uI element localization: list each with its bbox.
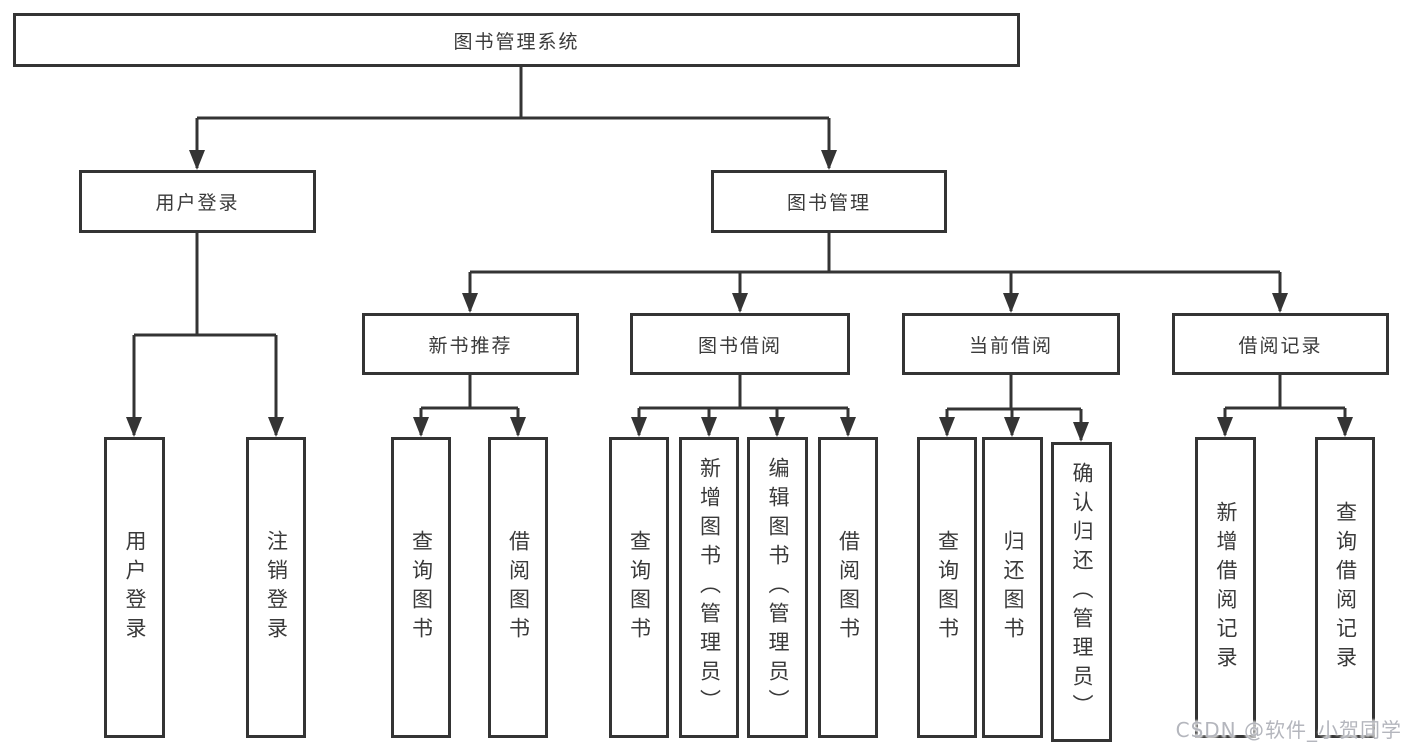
node-label: 图书借阅	[697, 334, 782, 357]
node-label: 新书推荐	[428, 334, 513, 357]
node-new-book-recommend: 新书推荐	[362, 313, 579, 375]
node-label: 借阅图书	[836, 529, 861, 646]
leaf-borrowing-query-books: 查询图书	[609, 437, 669, 738]
leaf-recommend-borrow-books: 借阅图书	[488, 437, 548, 738]
node-label: 注销登录	[264, 529, 289, 646]
leaf-recommend-query-books: 查询图书	[391, 437, 451, 738]
node-label: 新增图书（管理员）	[697, 457, 722, 718]
node-label: 借阅记录	[1238, 334, 1323, 357]
leaf-user-login: 用户登录	[104, 437, 165, 738]
node-label: 当前借阅	[968, 334, 1053, 357]
node-root: 图书管理系统	[13, 13, 1020, 67]
node-user-login: 用户登录	[79, 170, 316, 233]
node-label: 用户登录	[123, 529, 147, 646]
node-label: 查询图书	[627, 529, 652, 646]
leaf-edit-books-admin: 编辑图书（管理员）	[747, 437, 808, 738]
node-label: 图书管理	[786, 192, 871, 214]
leaf-logout: 注销登录	[246, 437, 306, 738]
node-label: 查询借阅记录	[1333, 500, 1358, 675]
node-label: 查询图书	[935, 529, 960, 646]
leaf-current-query-books: 查询图书	[917, 437, 977, 738]
node-label: 用户登录	[155, 192, 240, 214]
node-book-borrowing: 图书借阅	[630, 313, 850, 375]
node-borrow-records: 借阅记录	[1172, 313, 1389, 375]
node-label: 借阅图书	[506, 529, 531, 646]
node-current-borrowing: 当前借阅	[902, 313, 1120, 375]
node-book-management: 图书管理	[711, 170, 947, 233]
node-label: 编辑图书（管理员）	[766, 457, 790, 718]
node-label: 查询图书	[409, 529, 434, 646]
leaf-add-books-admin: 新增图书（管理员）	[679, 437, 739, 738]
node-label: 归还图书	[1001, 529, 1025, 646]
node-label: 新增借阅记录	[1214, 500, 1238, 675]
leaf-confirm-return-admin: 确认归还（管理员）	[1051, 442, 1112, 742]
csdn-watermark: CSDN @软件_小贺同学	[1175, 718, 1402, 742]
leaf-add-borrow-record: 新增借阅记录	[1195, 437, 1256, 738]
leaf-borrowing-borrow-books: 借阅图书	[818, 437, 878, 738]
leaf-return-books: 归还图书	[982, 437, 1043, 738]
node-label: 图书管理系统	[453, 30, 580, 53]
node-label: 确认归还（管理员）	[1070, 461, 1094, 723]
leaf-query-borrow-record: 查询借阅记录	[1315, 437, 1375, 738]
